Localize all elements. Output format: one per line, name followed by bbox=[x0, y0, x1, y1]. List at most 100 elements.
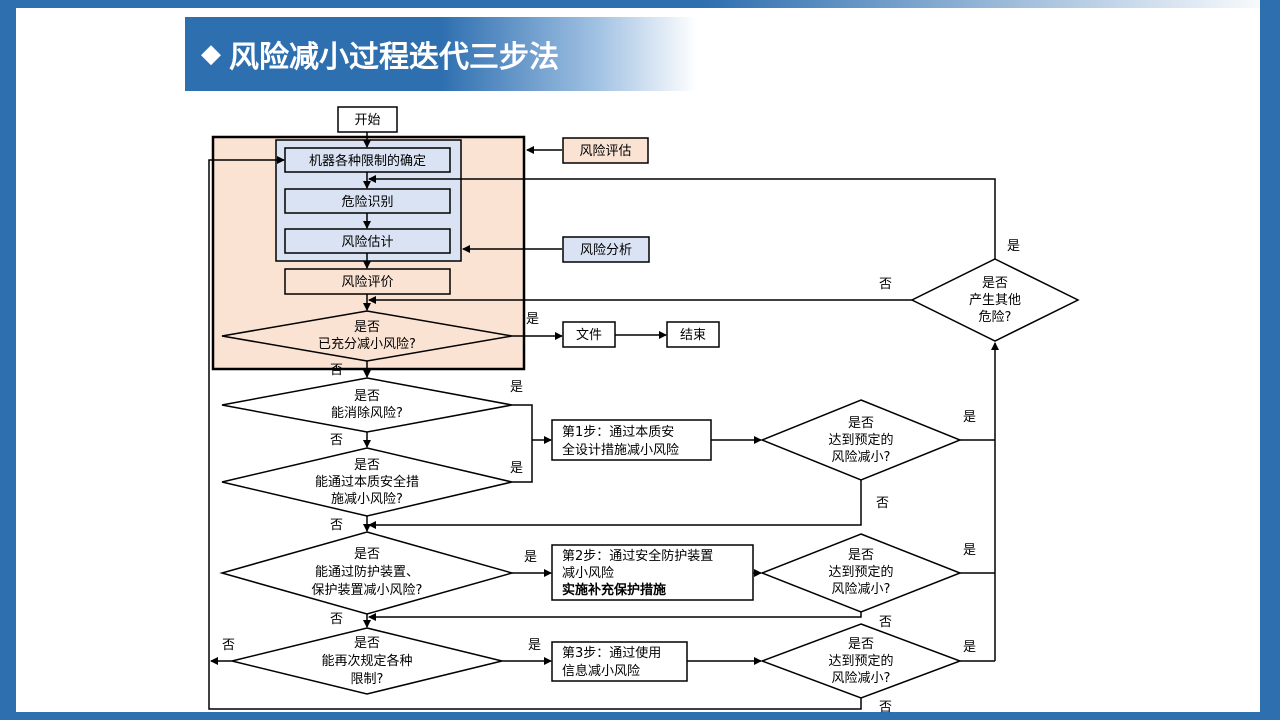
check2-line3: 风险减小? bbox=[832, 582, 891, 597]
label-no-check1: 否 bbox=[876, 496, 889, 511]
decision-relimit-line1: 是否 bbox=[354, 636, 380, 651]
step1-bold1: 本质安 bbox=[635, 425, 674, 440]
flow-labels: 是 否 是 否 是 否 是 否 是 否 是 否 是 否 是 否 是 否 bbox=[222, 239, 1020, 715]
connectors bbox=[208, 132, 999, 710]
step2-line2: 减小风险 bbox=[562, 566, 614, 581]
step3-prefix: 第3步：通过 bbox=[562, 646, 635, 661]
risk-estimate-label: 风险估计 bbox=[341, 235, 393, 250]
check1-line2: 达到预定的 bbox=[828, 432, 893, 448]
step1-bold2: 全设计措施 bbox=[562, 442, 627, 458]
label-no-inherent: 否 bbox=[330, 518, 343, 533]
decision-relimit-line2: 能再次规定各种 bbox=[321, 653, 412, 669]
label-yes-check3: 是 bbox=[963, 640, 976, 655]
frame-right bbox=[1260, 0, 1280, 720]
decision-inherent-line2: 能通过本质安全措 bbox=[315, 474, 419, 490]
step2-node: 第2步：通过安全防护装置 减小风险 实施补充保护措施 bbox=[551, 544, 754, 601]
assessment-label-node: 风险评估 bbox=[562, 137, 649, 164]
risk-estimate-node: 风险估计 bbox=[284, 228, 451, 254]
step1-line1: 第1步：通过本质安 bbox=[562, 425, 674, 440]
check3-line2: 达到预定的 bbox=[828, 653, 893, 669]
decision-guards: 是否 能通过防护装置、 保护装置减小风险? bbox=[219, 531, 515, 615]
end-label: 结束 bbox=[680, 328, 706, 343]
label-no-eliminate: 否 bbox=[330, 433, 343, 448]
other-hazards-line2: 产生其他 bbox=[969, 293, 1021, 308]
decision-guards-line1: 是否 bbox=[354, 547, 380, 562]
decision-eliminate-line2: 能消除风险? bbox=[331, 406, 403, 421]
other-hazards-line1: 是否 bbox=[982, 276, 1008, 291]
label-yes-check1: 是 bbox=[963, 410, 976, 425]
step1-prefix: 第1步：通过 bbox=[562, 425, 635, 440]
label-yes-guards: 是 bbox=[524, 550, 537, 565]
end-node: 结束 bbox=[666, 321, 720, 348]
decision-eliminate: 是否 能消除风险? bbox=[221, 377, 513, 433]
label-no-guards: 否 bbox=[330, 612, 343, 627]
frame-left bbox=[0, 0, 16, 720]
page-title: 风险减小过程迭代三步法 bbox=[229, 40, 559, 75]
label-yes-eliminate: 是 bbox=[510, 380, 523, 395]
step2-prefix: 第2步：通过 bbox=[562, 549, 635, 564]
check3-line3: 风险减小? bbox=[832, 671, 891, 686]
decision-inherent-line1: 是否 bbox=[354, 458, 380, 473]
title-bar: ◆ 风险减小过程迭代三步法 bbox=[185, 17, 697, 91]
analysis-label-node: 风险分析 bbox=[562, 236, 650, 263]
step3-node: 第3步：通过使用 信息减小风险 bbox=[551, 641, 688, 682]
check-diamond-3: 是否 达到预定的 风险减小? bbox=[759, 623, 963, 699]
check2-line2: 达到预定的 bbox=[828, 564, 893, 580]
label-no-other: 否 bbox=[879, 277, 892, 292]
decision-inherent: 是否 能通过本质安全措 施减小风险? bbox=[221, 447, 513, 517]
decision-guards-line2: 能通过防护装置、 bbox=[315, 564, 419, 580]
limits-node: 机器各种限制的确定 bbox=[284, 147, 451, 173]
label-yes-sufficient: 是 bbox=[526, 312, 539, 327]
label-yes-inherent: 是 bbox=[510, 461, 523, 476]
decision-sufficient-line1: 是否 bbox=[354, 320, 380, 335]
step3-line2: 信息减小风险 bbox=[562, 663, 640, 679]
other-hazards-line3: 危险? bbox=[979, 310, 1012, 325]
check1-line3: 风险减小? bbox=[832, 450, 891, 465]
decision-inherent-line3: 施减小风险? bbox=[331, 492, 403, 507]
decision-relimit-line3: 限制? bbox=[351, 672, 384, 687]
frame-bottom bbox=[0, 712, 1280, 720]
label-no-check3: 否 bbox=[879, 700, 892, 715]
check-diamond-1: 是否 达到预定的 风险减小? bbox=[759, 399, 963, 481]
step2-bold1: 安全防护装置 bbox=[635, 548, 713, 564]
label-no-relimit: 否 bbox=[222, 638, 235, 653]
label-no-check2: 否 bbox=[879, 615, 892, 630]
step3-bold2: 信息 bbox=[562, 663, 588, 679]
label-yes-relimit: 是 bbox=[528, 638, 541, 653]
check2-line1: 是否 bbox=[848, 548, 874, 563]
step3-bold1: 使用 bbox=[635, 645, 661, 661]
step1-line2: 全设计措施减小风险 bbox=[562, 442, 679, 458]
label-yes-other: 是 bbox=[1007, 239, 1020, 254]
decision-other-hazards: 是否 产生其他 危险? bbox=[910, 258, 1080, 342]
step1-suffix: 减小风险 bbox=[627, 443, 679, 458]
check-diamond-2: 是否 达到预定的 风险减小? bbox=[759, 533, 963, 613]
decision-eliminate-line1: 是否 bbox=[354, 389, 380, 404]
label-yes-check2: 是 bbox=[963, 543, 976, 558]
check1-line1: 是否 bbox=[848, 416, 874, 431]
check3-line1: 是否 bbox=[848, 637, 874, 652]
risk-evaluate-label: 风险评价 bbox=[341, 275, 393, 290]
hazard-id-label: 危险识别 bbox=[341, 195, 393, 210]
step3-line1: 第3步：通过使用 bbox=[562, 645, 661, 661]
decision-sufficient-line2: 已充分减小风险? bbox=[318, 336, 416, 352]
frame-top bbox=[0, 0, 1280, 8]
start-label: 开始 bbox=[354, 113, 380, 128]
limits-label: 机器各种限制的确定 bbox=[309, 153, 426, 169]
step3-suffix: 减小风险 bbox=[588, 664, 640, 679]
risk-evaluate-node: 风险评价 bbox=[284, 268, 451, 295]
decision-relimit: 是否 能再次规定各种 限制? bbox=[231, 627, 503, 695]
diamond-bullet-icon: ◆ bbox=[201, 39, 221, 69]
decision-sufficient: 是否 已充分减小风险? bbox=[221, 310, 513, 362]
step1-node: 第1步：通过本质安 全设计措施减小风险 bbox=[551, 419, 712, 461]
decision-guards-line3: 保护装置减小风险? bbox=[312, 583, 423, 598]
analysis-label: 风险分析 bbox=[580, 243, 632, 258]
hazard-id-node: 危险识别 bbox=[284, 188, 451, 214]
document-node: 文件 bbox=[562, 321, 616, 348]
document-label: 文件 bbox=[576, 328, 602, 343]
assessment-label: 风险评估 bbox=[579, 144, 631, 159]
label-no-sufficient: 否 bbox=[330, 363, 343, 378]
step2-line3: 实施补充保护措施 bbox=[562, 582, 666, 598]
step2-line1: 第2步：通过安全防护装置 bbox=[562, 548, 713, 564]
start-node: 开始 bbox=[337, 106, 398, 133]
